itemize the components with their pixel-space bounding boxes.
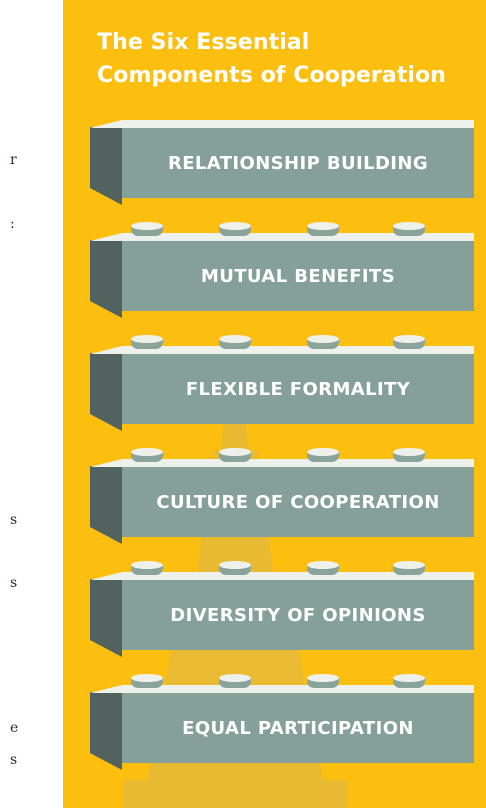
block-top-face [90, 346, 474, 354]
component-label: EQUAL PARTICIPATION [122, 693, 474, 763]
connector-stud [393, 448, 425, 462]
connector-stud [131, 674, 163, 688]
connector-stud [307, 448, 339, 462]
margin-text-fragment: r [10, 152, 17, 168]
block-side-face [90, 353, 122, 431]
diagram-title-line-2: Components of Cooperation [97, 63, 446, 88]
connector-stud [219, 674, 251, 688]
block-top-face [90, 233, 474, 241]
connector-stud [307, 222, 339, 236]
component-label: DIVERSITY OF OPINIONS [122, 580, 474, 650]
block-side-face [90, 466, 122, 544]
connector-stud [219, 335, 251, 349]
connector-stud [131, 448, 163, 462]
connector-stud [307, 674, 339, 688]
connector-stud [131, 335, 163, 349]
margin-text-fragment: : [10, 216, 15, 232]
diagram-title: The Six Essential Components of Cooperat… [97, 26, 446, 92]
cooperation-diagram-panel: The Six Essential Components of Cooperat… [63, 0, 486, 808]
block-top-face [90, 685, 474, 693]
connector-stud [393, 561, 425, 575]
block-side-face [90, 692, 122, 770]
connector-stud [393, 222, 425, 236]
connector-stud [131, 561, 163, 575]
margin-text-fragment: s [10, 512, 18, 528]
connector-stud [131, 222, 163, 236]
block-top-face [90, 572, 474, 580]
margin-text-fragment: s [10, 752, 18, 768]
component-label: MUTUAL BENEFITS [122, 241, 474, 311]
block-side-face [90, 579, 122, 657]
margin-text-fragment: s [10, 575, 18, 591]
component-label: FLEXIBLE FORMALITY [122, 354, 474, 424]
connector-stud [219, 561, 251, 575]
block-side-face [90, 127, 122, 205]
component-label: RELATIONSHIP BUILDING [122, 128, 474, 198]
margin-text-fragment: e [10, 720, 19, 736]
block-side-face [90, 240, 122, 318]
connector-stud [219, 222, 251, 236]
connector-stud [393, 674, 425, 688]
connector-stud [393, 335, 425, 349]
component-stack: RELATIONSHIP BUILDING MUTUAL BENEFITS FLEX… [63, 0, 486, 808]
component-label: CULTURE OF COOPERATION [122, 467, 474, 537]
block-top-face [90, 120, 474, 128]
connector-stud [219, 448, 251, 462]
connector-stud [307, 561, 339, 575]
block-top-face [90, 459, 474, 467]
diagram-title-line-1: The Six Essential [97, 30, 310, 55]
connector-stud [307, 335, 339, 349]
